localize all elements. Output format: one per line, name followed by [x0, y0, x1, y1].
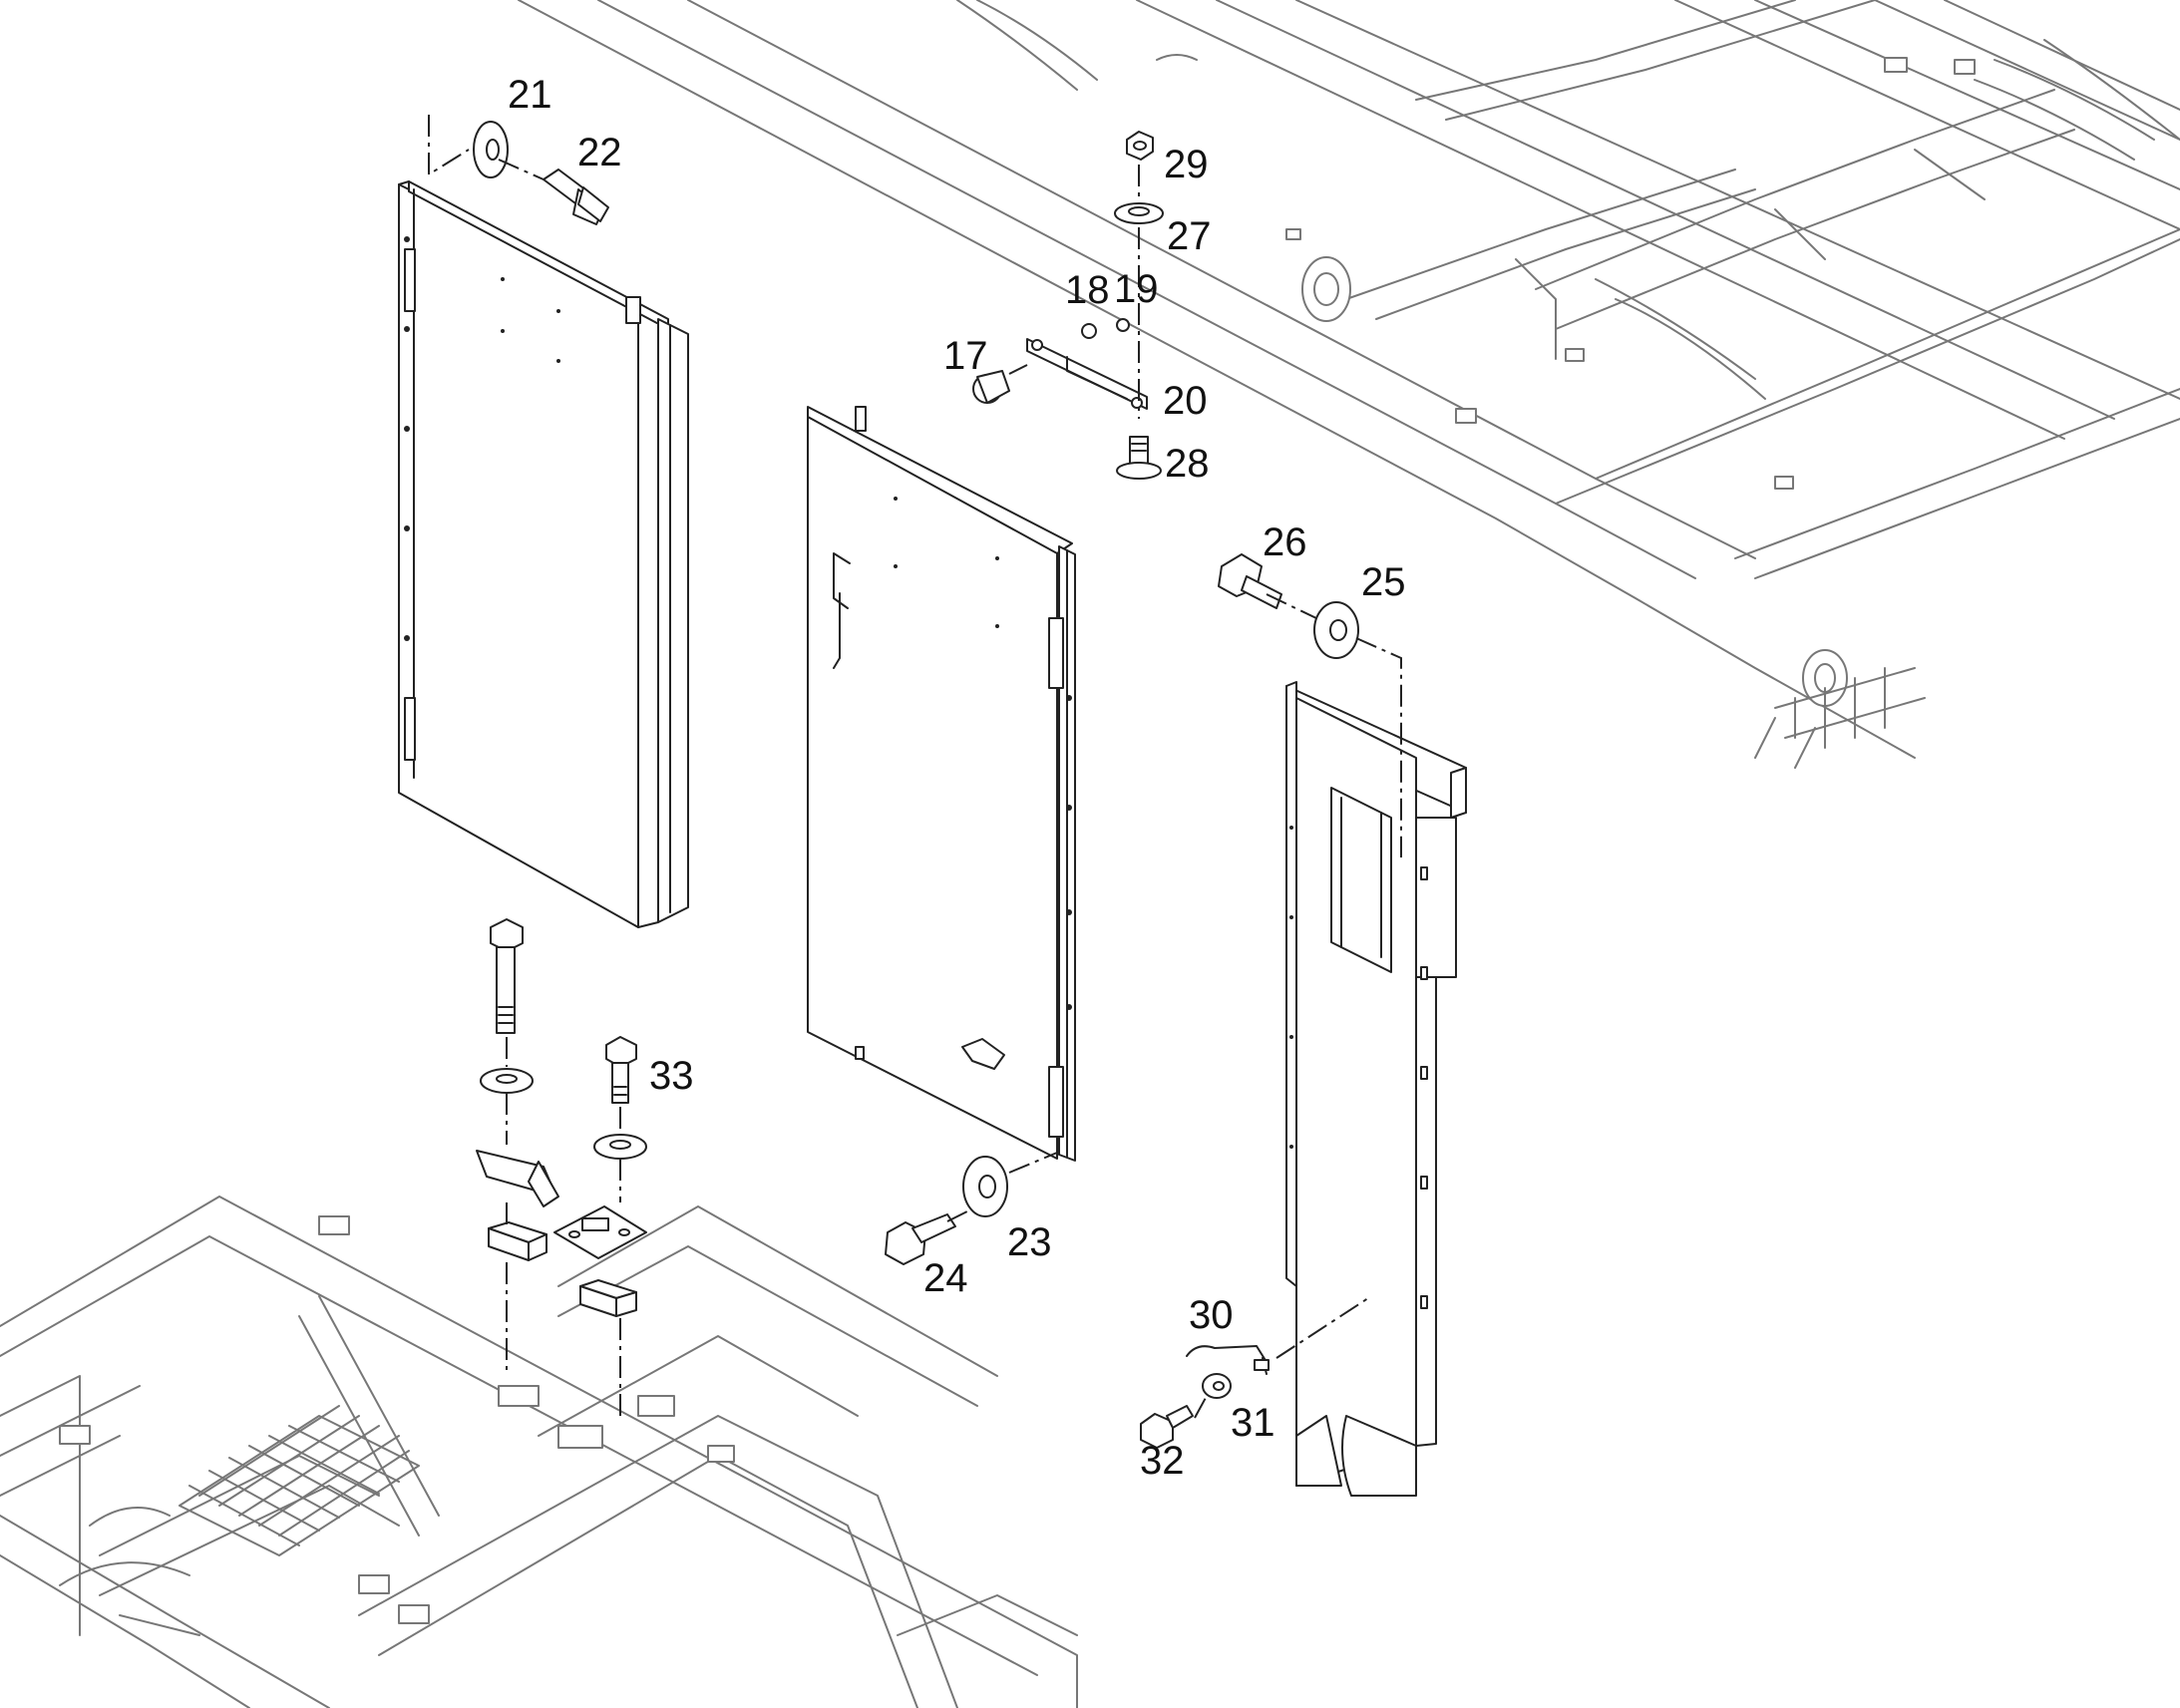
callout-17: 17 — [943, 334, 988, 378]
callout-18: 18 — [1065, 268, 1110, 312]
washer-33 — [593, 1134, 647, 1160]
latch-plate — [553, 1205, 647, 1259]
bolt-26 — [1218, 553, 1282, 609]
callout-32: 32 — [1140, 1439, 1185, 1483]
washer-27 — [1114, 202, 1164, 224]
long-bolt — [490, 918, 524, 1034]
washer-left — [480, 1068, 534, 1094]
callout-labels: 21 22 29 27 18 19 17 20 28 26 25 33 23 2… — [508, 73, 1406, 1483]
washer-31 — [1202, 1373, 1232, 1399]
callout-26: 26 — [1263, 520, 1307, 564]
callout-28: 28 — [1165, 442, 1210, 486]
callout-20: 20 — [1163, 379, 1208, 423]
bolt-32 — [1140, 1405, 1194, 1449]
callout-24: 24 — [923, 1256, 968, 1300]
floor-grating — [179, 1405, 420, 1556]
callout-29: 29 — [1164, 143, 1209, 186]
center-door-panel — [807, 406, 1076, 1162]
callout-22: 22 — [577, 131, 622, 174]
callout-27: 27 — [1167, 214, 1212, 258]
washer-25 — [1313, 601, 1359, 659]
callout-21: 21 — [508, 73, 552, 117]
washer-23 — [962, 1156, 1008, 1217]
knob-17 — [972, 370, 1010, 404]
assembly-lines — [428, 115, 1402, 1419]
bolt-28 — [1116, 436, 1162, 480]
callout-31: 31 — [1231, 1401, 1275, 1445]
latch-bracket-20 — [1026, 318, 1148, 410]
right-side-panel — [1285, 681, 1467, 1497]
callout-25: 25 — [1361, 560, 1406, 604]
left-door-panel — [398, 180, 689, 928]
bolt-24 — [885, 1213, 956, 1265]
upper-frame — [518, 0, 2180, 769]
hook-bracket-30 — [1186, 1345, 1270, 1375]
lower-frame — [0, 1196, 1078, 1708]
hardware — [473, 121, 1359, 1449]
washer-21 — [473, 121, 509, 178]
callout-30: 30 — [1189, 1293, 1234, 1337]
clip-plate-left — [476, 1150, 559, 1207]
bolt-33 — [605, 1036, 637, 1104]
bolt-22 — [543, 169, 609, 225]
callout-23: 23 — [1007, 1220, 1052, 1264]
nut-29 — [1126, 131, 1154, 161]
callout-19: 19 — [1114, 267, 1159, 311]
callout-33: 33 — [649, 1054, 694, 1098]
spacer-block-left — [488, 1221, 547, 1261]
spacer-block-center — [579, 1279, 637, 1317]
